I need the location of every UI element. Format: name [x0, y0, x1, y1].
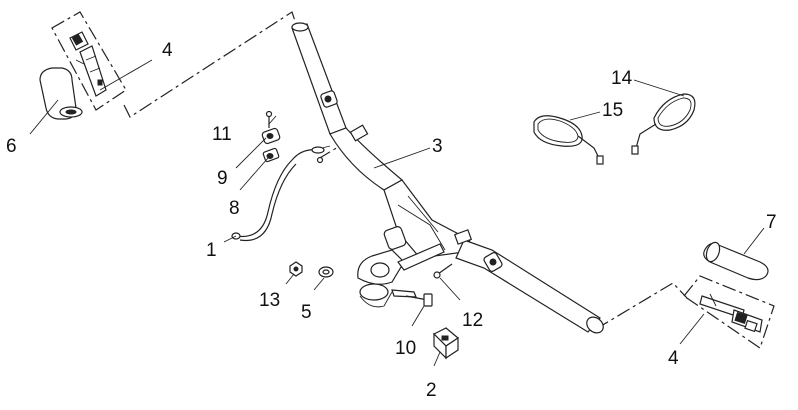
mirror-left	[533, 115, 604, 165]
assembly-line-cable	[317, 133, 361, 160]
callout-10: 10	[395, 338, 416, 359]
brake-cable	[231, 145, 331, 242]
callout-5: 5	[301, 302, 312, 323]
bolt-11	[265, 110, 273, 128]
leader-lines	[29, 59, 765, 367]
right-grip	[703, 241, 769, 281]
left-switch	[69, 31, 107, 97]
callouts: 4 6 11 9 8 1 3 13 5 10 12 2 14 15 7 4	[6, 40, 777, 401]
handlebar-tube	[291, 22, 604, 334]
assembly-line-bottom	[595, 282, 688, 330]
washer-5	[318, 266, 334, 278]
left-grip	[39, 67, 83, 120]
callout-11: 11	[212, 124, 232, 145]
nut-13	[289, 261, 303, 277]
stem-clamp	[357, 226, 445, 308]
assembly-line-top	[123, 11, 298, 118]
callout-2: 2	[426, 380, 437, 401]
screw-12	[433, 263, 453, 279]
callout-8: 8	[229, 198, 240, 219]
callout-4-bottom: 4	[668, 348, 679, 369]
mirror-right	[631, 93, 696, 155]
switch-block	[432, 327, 460, 360]
callout-1: 1	[206, 240, 217, 261]
callout-4-top: 4	[162, 40, 173, 61]
lever-bracket	[261, 127, 281, 163]
right-switch	[699, 293, 763, 333]
callout-9: 9	[217, 168, 228, 189]
callout-12: 12	[462, 310, 483, 331]
bolt-10	[405, 293, 433, 307]
callout-3: 3	[432, 136, 443, 157]
callout-13: 13	[259, 290, 280, 311]
callout-15: 15	[602, 100, 623, 121]
callout-6: 6	[6, 136, 17, 157]
small-screw	[316, 156, 324, 164]
callout-7: 7	[766, 212, 777, 233]
callout-14: 14	[611, 68, 633, 89]
switch-box-right	[683, 275, 775, 349]
